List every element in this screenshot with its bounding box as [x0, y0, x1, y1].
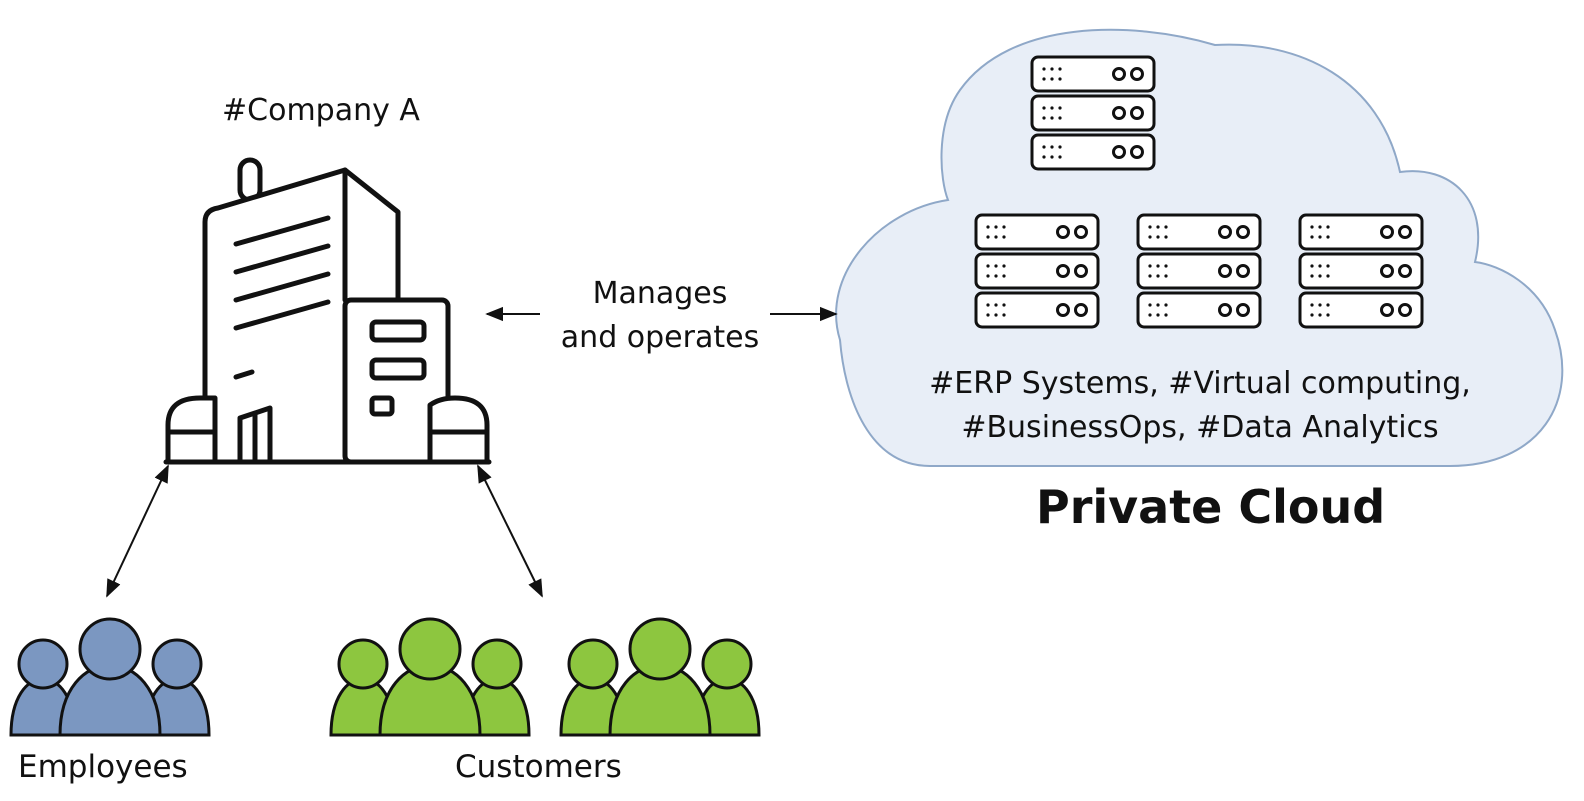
server-rack-icon-2	[1138, 215, 1260, 327]
person-left-head	[17, 638, 69, 690]
person-center-head	[398, 617, 462, 681]
cloud-workloads-line2: #BusinessOps, #Data Analytics	[961, 410, 1439, 445]
people-group-icon-employees	[9, 617, 211, 737]
person-center-head	[78, 617, 142, 681]
person-left-head	[337, 638, 389, 690]
customers-arrow	[477, 464, 543, 598]
office-building-icon	[163, 157, 492, 465]
person-left-head	[567, 638, 619, 690]
person-right-head	[151, 638, 203, 690]
manages-label-line2: and operates	[560, 320, 760, 355]
manages-label-line1: Manages	[592, 276, 728, 311]
employees-arrow	[106, 464, 169, 598]
person-right-head	[471, 638, 523, 690]
cloud-title: Private Cloud	[1036, 480, 1386, 534]
people-group-icon-customers-1	[329, 617, 531, 737]
cloud-workloads-label: #ERP Systems, #Virtual computing, #Busin…	[860, 362, 1540, 450]
person-center-head	[628, 617, 692, 681]
people-group-icon-customers-2	[559, 617, 761, 737]
customers-label: Customers	[455, 749, 622, 785]
company-label: #Company A	[222, 93, 420, 128]
server-rack-icon-top	[1032, 57, 1154, 169]
manages-label: Manages and operates	[552, 272, 768, 360]
server-rack-icon-3	[1300, 215, 1422, 327]
employees-label: Employees	[18, 749, 188, 785]
server-rack-icon-1	[976, 215, 1098, 327]
cloud-workloads-line1: #ERP Systems, #Virtual computing,	[929, 366, 1471, 401]
person-right-head	[701, 638, 753, 690]
